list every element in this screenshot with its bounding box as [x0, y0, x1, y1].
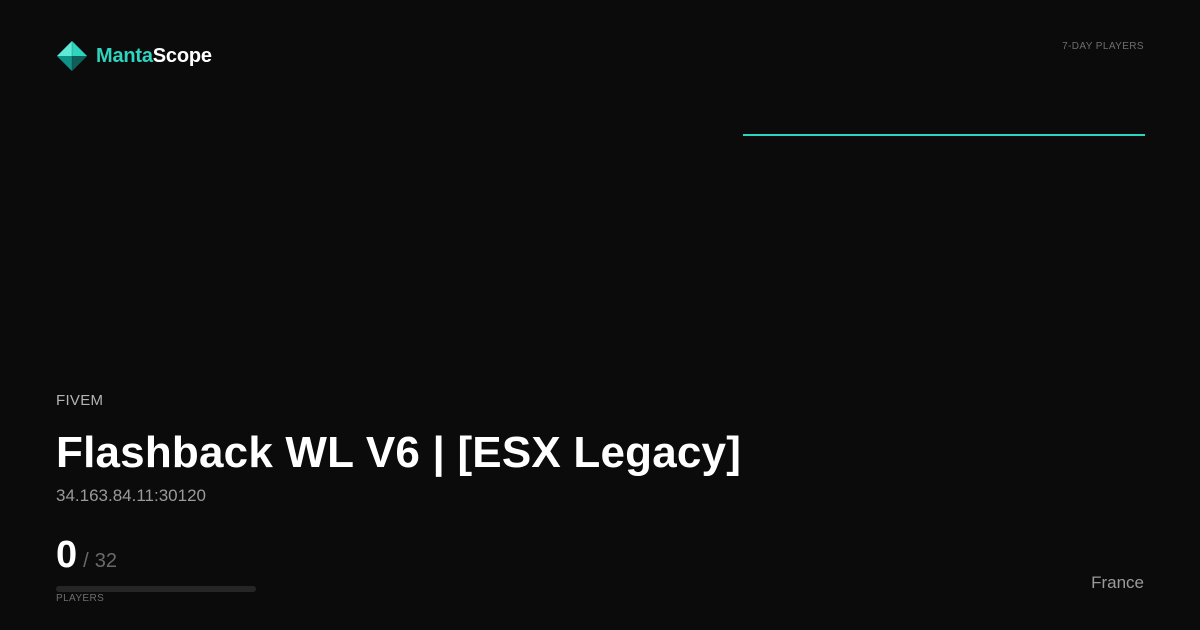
player-history-chart: [743, 134, 1145, 136]
players-current: 0: [56, 534, 78, 576]
brand-logo[interactable]: MantaScope: [56, 40, 212, 72]
players-max: 32: [94, 550, 117, 572]
brand-name: MantaScope: [96, 40, 212, 72]
player-count: 0 / 32: [56, 534, 117, 578]
players-separator: /: [83, 550, 89, 572]
manta-diamond-icon: [57, 41, 87, 71]
brand-name-accent: Manta: [96, 45, 153, 67]
players-progress-bar: [56, 586, 256, 592]
players-label: PLAYERS: [56, 593, 105, 604]
chart-title: 7-DAY PLAYERS: [1062, 41, 1144, 52]
server-country: France: [1091, 573, 1144, 592]
server-name: Flashback WL V6 | [ESX Legacy]: [56, 428, 742, 477]
game-type-label: FIVEM: [56, 392, 104, 409]
server-address[interactable]: 34.163.84.11:30120: [56, 486, 206, 505]
brand-name-rest: Scope: [152, 45, 212, 67]
